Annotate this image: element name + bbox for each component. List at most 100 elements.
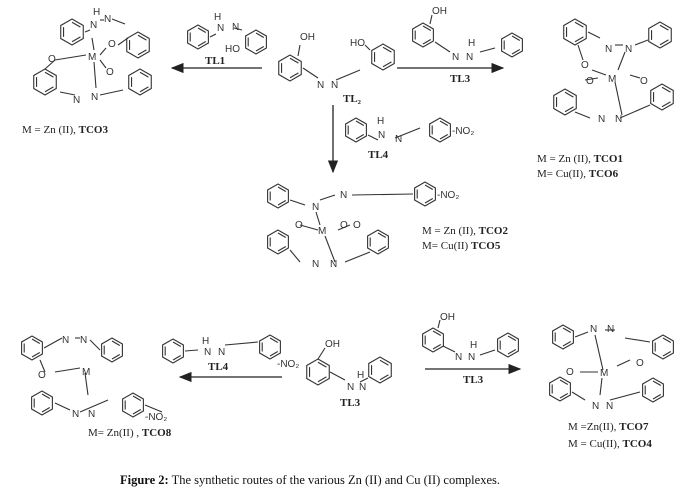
atom-label-n: N — [73, 95, 80, 106]
bond — [43, 337, 63, 349]
ring-double-bond — [44, 71, 54, 78]
atom-label-n: N — [91, 92, 98, 103]
ring-double-bond — [41, 393, 51, 399]
ring-double-bond — [71, 21, 81, 28]
benzene-ring — [259, 334, 281, 360]
atom-label-n: N — [90, 20, 97, 31]
bond — [574, 331, 589, 338]
bond — [614, 81, 623, 116]
bond — [634, 39, 649, 46]
atom-label-h: H — [214, 12, 221, 23]
atom-label-o: O — [566, 367, 574, 378]
atom-label-h: H — [377, 116, 384, 127]
ring-double-bond — [269, 351, 279, 357]
ring-double-bond — [382, 46, 392, 53]
bond — [99, 89, 124, 96]
benzene-ring — [21, 335, 43, 361]
ring-double-bond — [559, 379, 569, 385]
bond — [59, 91, 76, 96]
benzene-ring — [501, 32, 523, 58]
ring-double-bond — [422, 25, 432, 31]
atom-label-o: O — [353, 220, 361, 231]
ring-double-bond — [172, 341, 182, 347]
ring-double-bond — [661, 86, 671, 93]
bond — [233, 27, 243, 31]
atom-label-n: N — [598, 114, 605, 125]
atom-label-o: O — [581, 60, 589, 71]
atom-label-h: H — [357, 370, 364, 381]
atom-label-n: N — [347, 382, 354, 393]
bond — [429, 14, 433, 25]
bond — [574, 111, 591, 119]
benzene-ring — [367, 229, 389, 255]
product-label-tco1: M = Zn (II), TCO1 — [537, 153, 623, 165]
bond — [394, 127, 421, 139]
bond — [479, 47, 496, 53]
bond — [84, 372, 89, 396]
ring-double-bond — [255, 46, 265, 52]
atom-label-h: H — [202, 336, 209, 347]
atom-label-n: N — [340, 190, 347, 201]
benzene-ring — [412, 22, 434, 48]
bond — [79, 399, 109, 413]
bond — [571, 391, 586, 401]
atom-label-m: M — [608, 74, 616, 85]
reagent-label-tl3-bottom-right: TL3 — [463, 374, 484, 386]
ring-double-bond — [172, 355, 182, 361]
atom-label-n: N — [468, 352, 475, 363]
ring-double-bond — [511, 35, 521, 41]
benzene-ring — [278, 54, 302, 82]
ring-double-bond — [31, 338, 41, 344]
bond — [337, 224, 351, 231]
atom-label-n: N — [615, 114, 622, 125]
atom-label-o: O — [640, 76, 648, 87]
atom-label-n: N — [204, 347, 211, 358]
bond — [335, 69, 361, 81]
benzene-ring — [60, 18, 84, 46]
ring-double-bond — [659, 24, 669, 31]
bonds — [39, 14, 651, 413]
bond — [289, 249, 301, 263]
ring-double-bond — [137, 34, 147, 41]
ring-double-bond — [317, 361, 327, 368]
atom-label-n: N — [80, 335, 87, 346]
benzene-ring — [652, 334, 674, 360]
benzene-ring — [187, 24, 209, 50]
ring-double-bond — [507, 349, 517, 355]
ring-double-bond — [111, 340, 121, 346]
benzene-ring — [429, 117, 451, 143]
ring-double-bond — [277, 232, 287, 238]
bond — [54, 54, 87, 61]
atom-label-oh: OH — [440, 312, 455, 323]
bond — [437, 319, 441, 329]
bond — [289, 199, 306, 206]
atom-label-n: N — [378, 130, 385, 141]
bond — [577, 44, 584, 61]
benzene-ring — [422, 327, 444, 353]
atom-label-n: N — [217, 23, 224, 34]
ring-double-bond — [44, 86, 54, 93]
ring-double-bond — [562, 341, 572, 347]
benzene-ring — [267, 229, 289, 255]
bond — [224, 341, 259, 346]
bond — [616, 359, 631, 367]
benzene-ring — [648, 21, 672, 49]
bond — [594, 334, 604, 371]
bond — [442, 345, 456, 353]
bond — [117, 37, 129, 46]
reagent-label-tl3-bottom-center: TL3 — [340, 397, 361, 409]
ring-double-bond — [662, 337, 672, 343]
atom-label-o: O — [340, 220, 348, 231]
bond — [434, 41, 451, 53]
atom-label-n: N — [88, 409, 95, 420]
bond — [39, 359, 46, 373]
bond — [144, 404, 163, 413]
bond — [584, 77, 599, 81]
bond — [84, 29, 91, 33]
atom-label-m: M — [88, 52, 96, 63]
product-label-tco6: M= Cu(II), TCO6 — [537, 168, 619, 180]
ring-double-bond — [574, 36, 584, 43]
ring-double-bond — [377, 246, 387, 252]
benzene-ring — [245, 29, 267, 55]
bond — [599, 377, 603, 396]
